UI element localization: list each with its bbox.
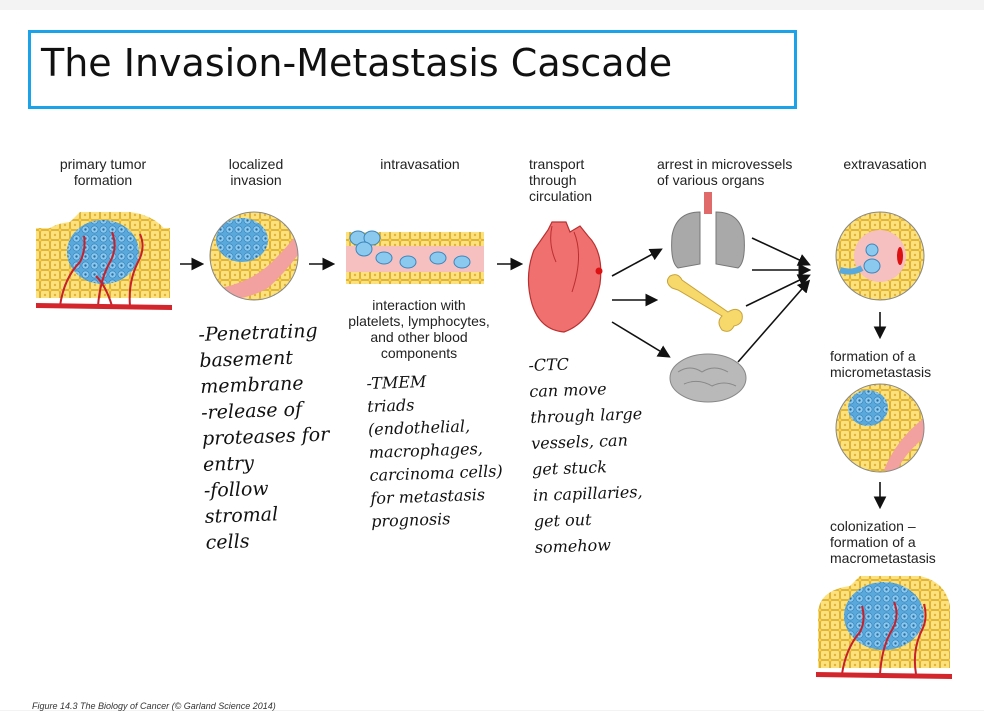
brain-illustration [669, 353, 747, 403]
stage-label-arrest: arrest in microvessels of various organs [657, 156, 793, 188]
stage-label-colonization: colonization – formation of a macrometas… [830, 518, 936, 566]
macrometastasis-illustration [816, 576, 952, 679]
micrometastasis-illustration [835, 383, 925, 473]
stage-label-intravasation: intravasation [380, 156, 460, 172]
primary-tumor-illustration [36, 212, 172, 310]
title-box: The Invasion-Metastasis Cascade [28, 30, 797, 109]
slide [0, 10, 984, 710]
slide-title: The Invasion-Metastasis Cascade [41, 41, 673, 85]
interaction-note: interaction with platelets, lymphocytes,… [348, 297, 490, 361]
heart-illustration [527, 221, 603, 333]
intravasation-vessel-illustration [346, 230, 484, 284]
extravasation-illustration [835, 211, 925, 301]
stage-label-transport: transport through circulation [529, 156, 593, 204]
figure-caption: Figure 14.3 The Biology of Cancer (© Gar… [32, 701, 276, 711]
stage-label-localized-invasion: localized invasion [228, 156, 284, 188]
localized-invasion-illustration [209, 211, 299, 301]
flow-arrows [180, 237, 887, 510]
bone-illustration [666, 274, 743, 332]
lungs-illustration [671, 192, 745, 269]
stage-label-micrometastasis: formation of a micrometastasis [830, 348, 932, 380]
stage-label-extravasation: extravasation [843, 156, 927, 172]
stage-label-primary-tumor: primary tumor formation [59, 156, 147, 188]
